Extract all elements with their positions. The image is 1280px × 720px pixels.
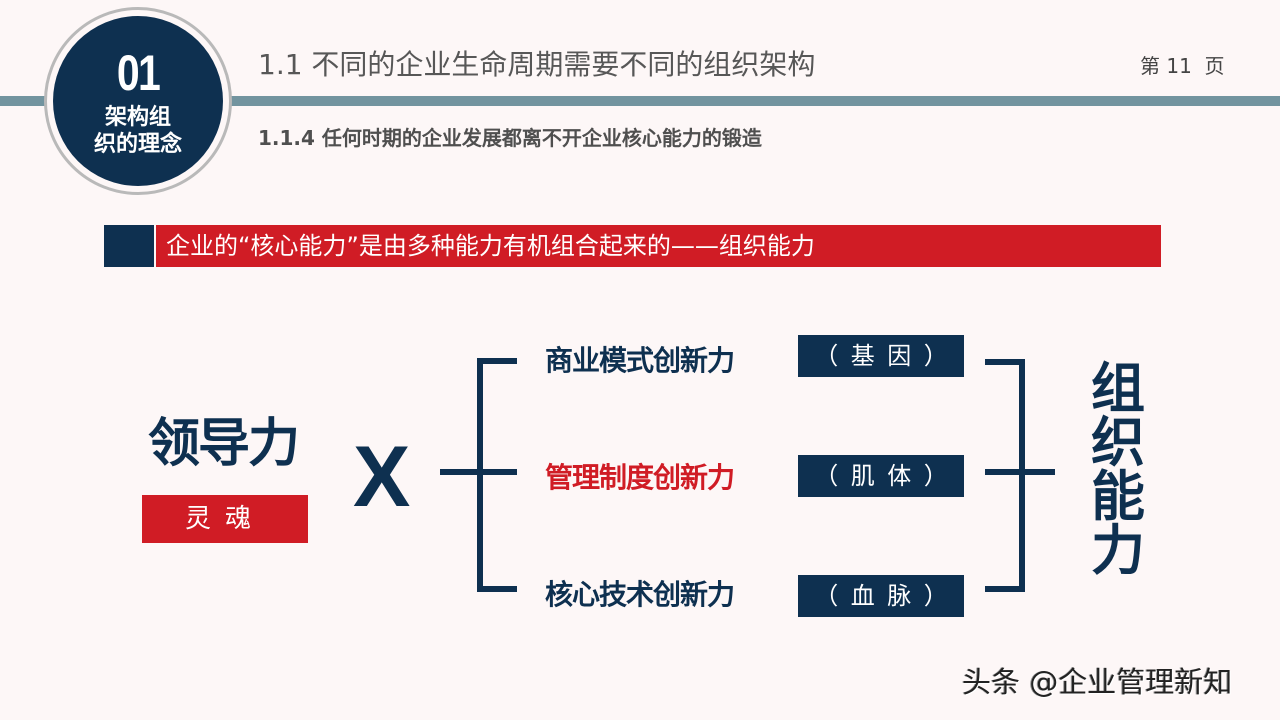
right-bracket-arm-bottom <box>985 586 1025 592</box>
org-char: 组 <box>1091 357 1145 420</box>
multiply-operator: X <box>353 429 411 525</box>
tag-char: 肌 <box>850 462 875 490</box>
section-title: 1.1 不同的企业生命周期需要不同的组织架构 <box>258 48 816 81</box>
key-message-banner: 企业的“核心能力”是由多种能力有机组合起来的——组织能力 <box>156 225 1161 267</box>
header-divider <box>0 96 1280 106</box>
chapter-number: 01 <box>116 45 161 101</box>
tag-close-paren: ） <box>923 342 948 370</box>
right-bracket-arm-middle <box>985 469 1025 475</box>
tag-close-paren: ） <box>923 462 948 490</box>
leadership-tag: 灵魂 <box>142 495 308 543</box>
item-business-model-innovation: 商业模式创新力 <box>545 344 735 377</box>
section-subtitle: 1.1.4 任何时期的企业发展都离不开企业核心能力的锻造 <box>258 126 762 150</box>
tag-close-paren: ） <box>923 582 948 610</box>
banner-accent-square <box>104 225 154 267</box>
left-bracket-vertical <box>477 358 483 592</box>
chapter-label-line1: 架构组 <box>104 105 171 130</box>
item-tag-body: （ 肌 体 ） <box>798 455 964 497</box>
tag-char: 血 <box>850 582 875 610</box>
leadership-title: 领导力 <box>148 414 300 474</box>
item-core-technology-innovation: 核心技术创新力 <box>545 578 735 611</box>
org-char: 织 <box>1091 411 1145 474</box>
left-bracket-arm-middle <box>477 469 517 475</box>
org-char: 力 <box>1091 519 1145 582</box>
chapter-label-line2: 织的理念 <box>93 132 182 157</box>
organizational-capability: 组 织 能 力 <box>1088 362 1148 578</box>
left-bracket-arm-top <box>477 358 517 364</box>
org-char: 能 <box>1091 465 1145 528</box>
page-indicator: 第 11 页 <box>1140 54 1225 78</box>
item-tag-blood: （ 血 脉 ） <box>798 575 964 617</box>
tag-char: 脉 <box>887 582 912 610</box>
chapter-label: 架构组 织的理念 <box>53 104 223 158</box>
left-bracket-arm-bottom <box>477 586 517 592</box>
tag-open-paren: （ <box>814 582 839 610</box>
item-management-system-innovation: 管理制度创新力 <box>545 461 735 494</box>
watermark: 头条 @企业管理新知 <box>962 665 1233 699</box>
tag-char: 基 <box>850 342 875 370</box>
left-bracket-stem <box>440 469 482 475</box>
tag-open-paren: （ <box>814 342 839 370</box>
tag-char: 因 <box>887 342 912 370</box>
item-tag-gene: （ 基 因 ） <box>798 335 964 377</box>
right-bracket-arm-top <box>985 359 1025 365</box>
tag-open-paren: （ <box>814 462 839 490</box>
right-bracket-stem <box>1019 469 1055 475</box>
tag-char: 体 <box>887 462 912 490</box>
chapter-badge: 01 架构组 织的理念 <box>53 16 223 186</box>
right-bracket-vertical <box>1019 359 1025 592</box>
